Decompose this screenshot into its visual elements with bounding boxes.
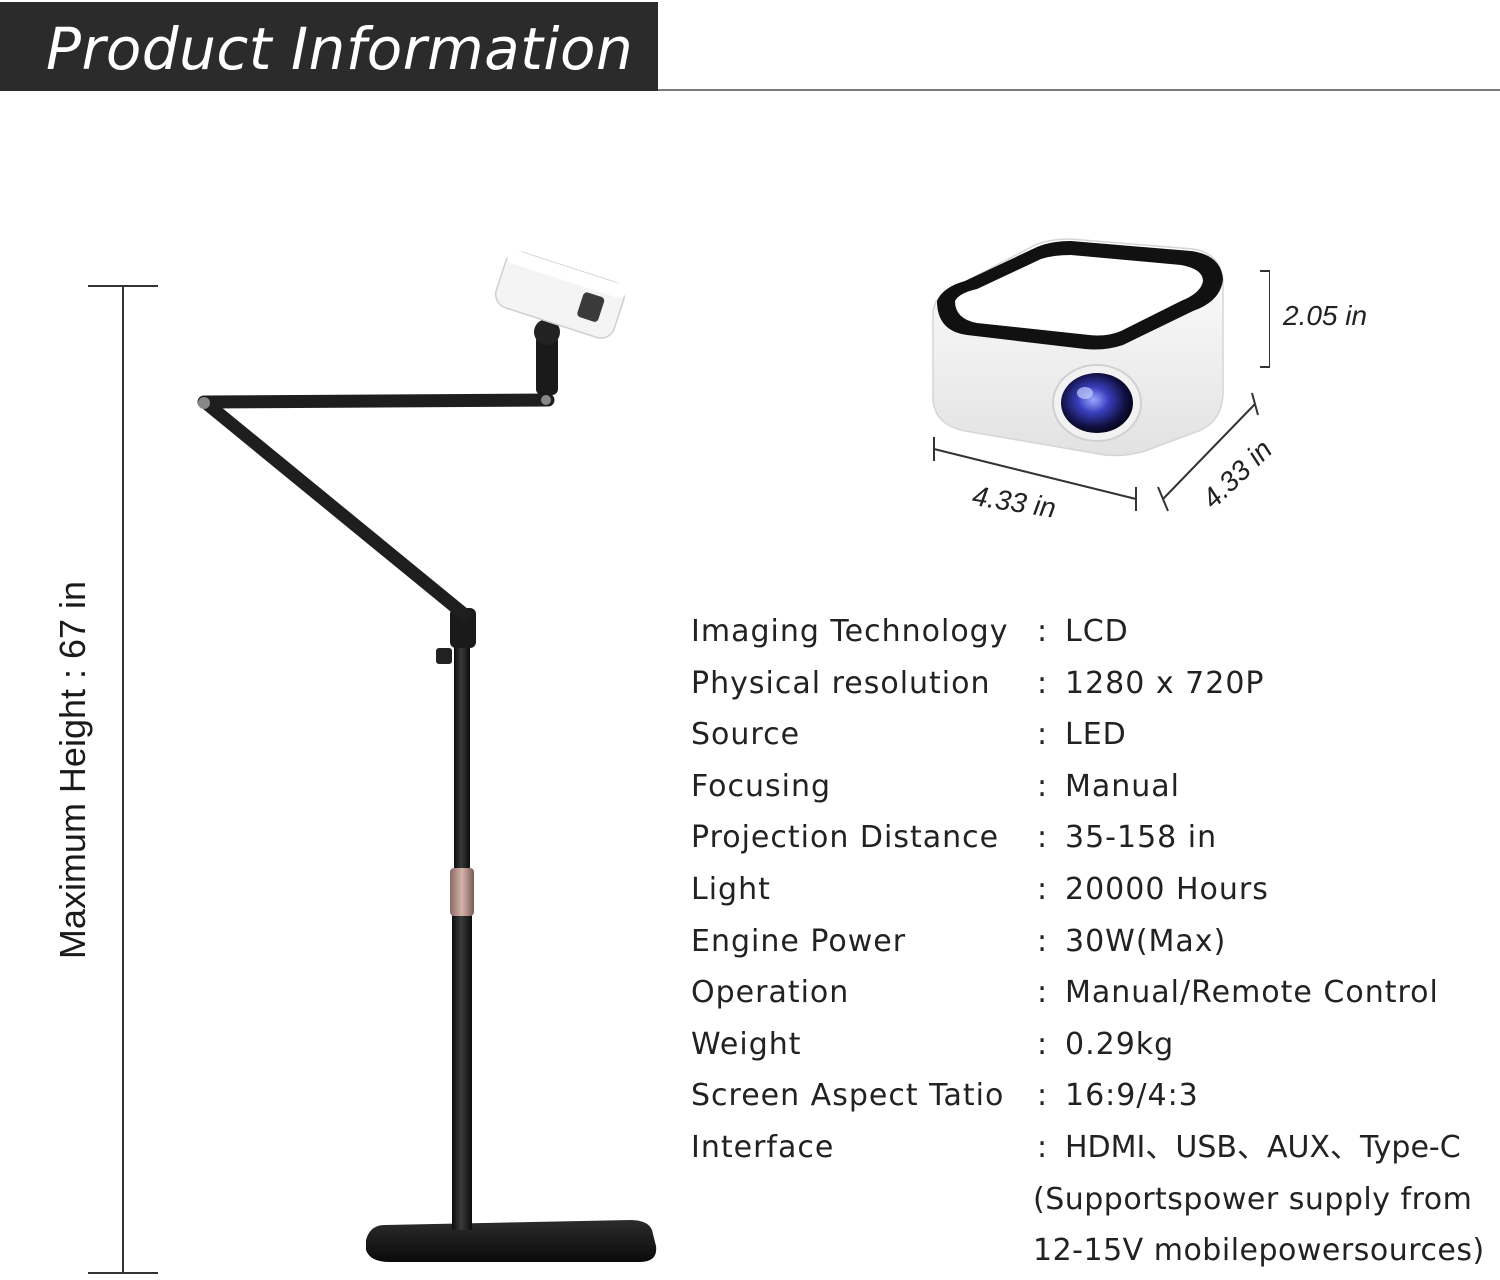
spec-label: Weight [691,1026,802,1062]
spec-colon: : [1037,1026,1049,1062]
spec-row-light: Light : 20000 Hours [691,864,1491,916]
spec-colon: : [1037,717,1049,753]
spec-colon: : [1037,820,1049,856]
spec-label: Light [691,871,771,907]
spec-colon: : [1037,923,1049,959]
spec-value: 16:9/4:3 [1065,1078,1199,1114]
interface-note-row: 12-15V mobilepowersources) [691,1225,1491,1277]
spec-row-interface: Interface : HDMI、USB、AUX、Type-C [691,1122,1491,1174]
spec-value: 35-158 in [1065,820,1218,856]
spec-value: 20000 Hours [1065,871,1269,907]
spec-label: Operation [691,975,850,1011]
projector-dimension-lines [933,270,1270,512]
spec-value: Manual [1065,768,1181,804]
spec-value: LCD [1065,614,1129,649]
spec-colon: : [1037,975,1049,1011]
projector-stand-illustration [197,250,657,1262]
spec-row-imaging-technology: Imaging Technology : LCD [691,606,1491,658]
spec-colon: : [1037,1129,1049,1165]
projector-product-image [932,238,1224,457]
spec-value: 1280 x 720P [1065,665,1265,701]
spec-row-operation: Operation : Manual/Remote Control [691,967,1491,1019]
spec-label: Projection Distance [691,820,1000,856]
spec-label: Interface [691,1129,835,1165]
interface-note-line-2: 12-15V mobilepowersources) [1033,1233,1485,1269]
spec-colon: : [1037,768,1049,804]
spec-row-weight: Weight : 0.29kg [691,1019,1491,1071]
spec-row-projection-distance: Projection Distance : 35-158 in [691,812,1491,864]
spec-colon: : [1037,1078,1049,1114]
spec-colon: : [1037,614,1049,649]
spec-colon: : [1037,871,1049,907]
projector-height-dimension: 2.05 in [1283,300,1368,331]
spec-label: Physical resolution [691,665,991,701]
spec-row-physical-resolution: Physical resolution : 1280 x 720P [691,658,1491,710]
spec-label: Source [691,717,801,753]
spec-value: HDMI、USB、AUX、Type-C [1065,1129,1461,1165]
spec-value: Manual/Remote Control [1065,975,1439,1011]
spec-row-engine-power: Engine Power : 30W(Max) [691,916,1491,968]
spec-label: Engine Power [691,923,907,959]
spec-colon: : [1037,665,1049,701]
spec-value: 0.29kg [1065,1026,1175,1062]
interface-note-row: (Supportspower supply from [691,1174,1491,1226]
page-title: Product Information [46,15,634,83]
spec-table: Imaging Technology : LCD Physical resolu… [691,606,1491,1277]
spec-value: LED [1065,717,1127,753]
spec-label: Imaging Technology [691,614,1009,649]
spec-value: 30W(Max) [1065,923,1227,959]
height-dimension-line [88,285,158,1274]
header-divider [658,89,1500,91]
interface-note-line-1: (Supportspower supply from [1033,1181,1473,1217]
spec-row-focusing: Focusing : Manual [691,761,1491,813]
max-height-label: Maximum Height : 67 in [52,580,93,960]
spec-row-source: Source : LED [691,709,1491,761]
spec-label: Screen Aspect Tatio [691,1078,1005,1114]
spec-label: Focusing [691,768,832,804]
header-bar: Product Information [0,2,658,91]
spec-row-screen-aspect-ratio: Screen Aspect Tatio : 16:9/4:3 [691,1070,1491,1122]
